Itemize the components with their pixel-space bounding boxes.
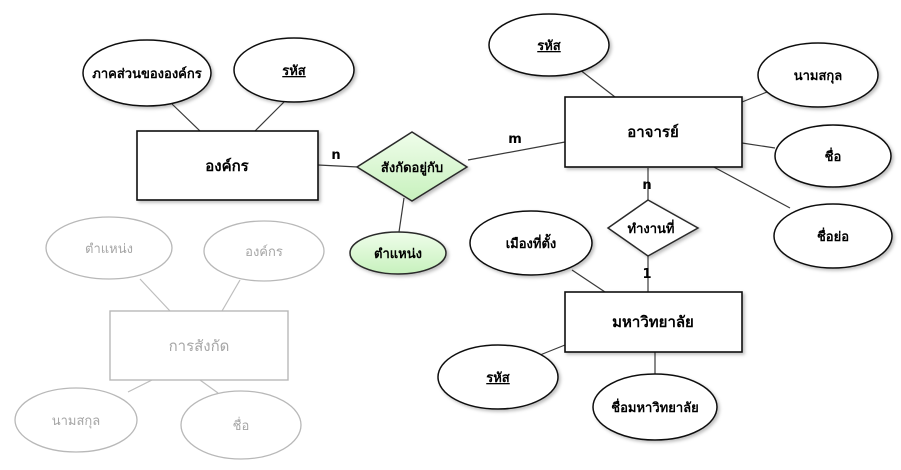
relationship-works-at [606, 199, 700, 257]
ghost-attr-lastname-label: นามสกุล [52, 414, 101, 429]
entity-lecturer [564, 96, 743, 168]
line-org-belongs [317, 164, 359, 168]
line-ghost-lastname [127, 379, 153, 393]
line-uni-city [571, 269, 606, 293]
line-org-code [254, 100, 286, 132]
entity-organization-label: องค์กร [205, 157, 249, 175]
attr-lecturer-code [488, 13, 610, 77]
attr-lecturer-firstname-label: ชื่อ [825, 147, 842, 165]
attr-org-code [233, 37, 355, 103]
attr-lecturer-firstname [774, 124, 892, 188]
line-ghost-firstname [199, 379, 219, 394]
attr-uni-code [437, 344, 559, 410]
attr-org-part-label: ภาคส่วนขององค์กร [92, 66, 201, 82]
attr-lecturer-shortname [773, 203, 893, 269]
cardinality-lecturer-works: n [642, 178, 651, 193]
entity-lecturer-label: อาจารย์ [627, 123, 679, 141]
rel-attr-position-label: ตำแหน่ง [374, 246, 422, 262]
ghost-connector-lines [127, 278, 241, 394]
line-ghost-organization [221, 279, 241, 312]
attr-lecturer-shortname-label: ชื่อย่อ [817, 227, 849, 245]
entity-university-label: มหาวิทยาลัย [612, 313, 694, 331]
labels: ภาคส่วนขององค์กร รหัส รหัส นามสกุล ชื่อ … [92, 39, 849, 416]
line-org-part [171, 103, 201, 132]
ghost-attr-organization: องค์กร [203, 220, 325, 282]
attr-org-code-label: รหัส [282, 64, 306, 79]
entity-university [564, 291, 743, 353]
cardinality-lecturer-side: m [508, 132, 522, 147]
attr-lecturer-code-label: รหัส [537, 39, 561, 54]
ghost-attr-position: ตำแหน่ง [45, 216, 173, 280]
attributes-group [82, 13, 893, 441]
attr-uni-code-label: รหัส [486, 371, 510, 386]
entity-organization [136, 130, 319, 201]
attr-lecturer-lastname-label: นามสกุล [794, 69, 843, 84]
ghost-attr-organization-label: องค์กร [245, 244, 283, 260]
line-ghost-position [139, 278, 171, 312]
line-belongs-position [398, 197, 405, 233]
relationship-belongs-to-label: สังกัดอยู่กับ [381, 161, 443, 176]
ghost-attr-firstname-label: ชื่อ [233, 417, 250, 434]
attr-org-part [82, 39, 212, 107]
cardinality-org-side: n [331, 148, 340, 163]
attr-lecturer-lastname [757, 42, 879, 108]
rel-attr-position [349, 231, 447, 275]
ghost-entity-affiliation: การสังกัด [109, 310, 289, 381]
relationship-works-at-label: ทำงานที่ [628, 219, 675, 237]
attr-uni-city [469, 210, 593, 276]
relationship-belongs-to [355, 131, 469, 202]
line-belongs-lecturer [467, 141, 566, 161]
attr-uni-name-label: ชื่อมหาวิทยาลัย [611, 398, 698, 416]
attr-uni-city-label: เมืองที่ตั้ง [506, 233, 557, 252]
ghost-attr-position-label: ตำแหน่ง [85, 242, 133, 257]
line-lecturer-firstname [741, 142, 776, 149]
ghost-attr-lastname: นามสกุล [14, 387, 138, 453]
ghost-attr-firstname: ชื่อ [180, 390, 302, 460]
line-lecturer-shortname [709, 164, 791, 209]
cardinality-university-works: 1 [642, 267, 651, 282]
ghost-entity-affiliation-label: การสังกัด [169, 337, 230, 355]
attr-uni-name [592, 373, 718, 441]
